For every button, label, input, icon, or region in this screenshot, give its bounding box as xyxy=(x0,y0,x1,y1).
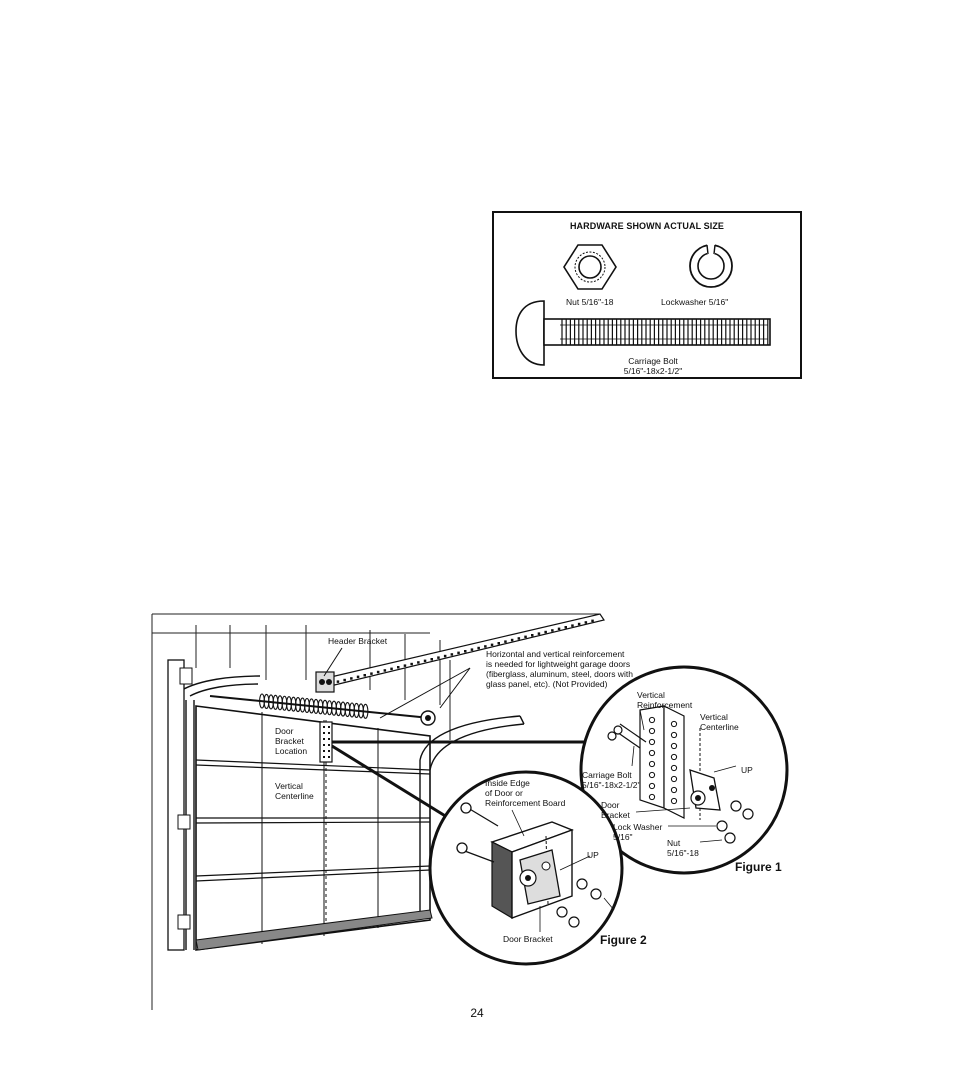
fig1-door-bracket-1: Door xyxy=(601,800,620,810)
figure1-magnifier xyxy=(579,665,789,875)
carriage-bolt-label-2: 5/16"-18x2-1/2" xyxy=(623,366,683,376)
hardware-box-title: HARDWARE SHOWN ACTUAL SIZE xyxy=(569,221,725,231)
carriage-bolt-pair-icon xyxy=(607,723,647,749)
vertical-centerline-2: Centerline xyxy=(275,791,314,801)
leader-lines xyxy=(323,647,471,719)
carriage-bolt-label-1: Carriage Bolt xyxy=(628,356,678,366)
fig1-up-label: UP xyxy=(741,765,753,775)
fig1-vertical-reinforcement-1: Vertical xyxy=(637,690,665,700)
carriage-bolts-icon-2 xyxy=(456,802,499,863)
carriage-bolt-icon xyxy=(515,300,771,366)
fig1-door-bracket-2: Bracket xyxy=(601,810,630,820)
hardware-actual-size-box: HARDWARE SHOWN ACTUAL SIZE Nut 5/16"-18 … xyxy=(492,211,802,379)
garage-wall-lines xyxy=(151,613,600,1010)
header-bracket-icon xyxy=(315,671,335,693)
bottom-weatherstrip xyxy=(195,909,433,951)
figure-2-caption: Figure 2 xyxy=(600,933,647,947)
vertical-reinforcement-strip xyxy=(639,705,685,819)
left-jamb xyxy=(167,659,193,951)
reinforcement-note-3: (fiberglass, aluminum, steel, doors with xyxy=(486,669,633,679)
fig1-lock-washer-2: 5/16" xyxy=(613,832,633,842)
door-bracket-icon-2 xyxy=(519,849,561,905)
fig1-lock-washer-1: Lock Washer xyxy=(613,822,663,832)
fig2-inside-edge-1: Inside Edge xyxy=(485,778,530,788)
door-bracket-location-1: Door xyxy=(275,726,294,736)
door-bracket-location-marker xyxy=(319,721,333,763)
fig1-vertical-centerline-1: Vertical xyxy=(700,712,728,722)
torsion-spring xyxy=(209,693,436,726)
reinforcement-note-4: glass panel, etc). (Not Provided) xyxy=(486,679,608,689)
header-bracket-label: Header Bracket xyxy=(328,636,388,646)
door-bracket-icon xyxy=(689,769,721,811)
reinforcement-note-1: Horizontal and vertical reinforcement xyxy=(486,649,625,659)
figure2-magnifier xyxy=(428,770,624,966)
figure-1-caption: Figure 1 xyxy=(735,860,782,874)
door-bracket-location-2: Bracket xyxy=(275,736,304,746)
fig1-carriage-bolt-1: Carriage Bolt xyxy=(582,770,632,780)
fig2-inside-edge-3: Reinforcement Board xyxy=(485,798,566,808)
lockwasher-label: Lockwasher 5/16" xyxy=(661,297,729,307)
washers-and-nuts-icon xyxy=(716,800,754,844)
fig2-inside-edge-2: of Door or xyxy=(485,788,523,798)
page-number: 24 xyxy=(470,1006,484,1020)
fig2-up-label: UP xyxy=(587,850,599,860)
nut-icon xyxy=(563,244,617,290)
fig1-nut-1: Nut xyxy=(667,838,681,848)
garage-door-panels xyxy=(195,705,431,951)
nut-label: Nut 5/16"-18 xyxy=(566,297,614,307)
fig1-vertical-reinforcement-2: Reinforcement xyxy=(637,700,693,710)
fig1-nut-2: 5/16"-18 xyxy=(667,848,699,858)
vertical-centerline-1: Vertical xyxy=(275,781,303,791)
fig2-door-bracket-label: Door Bracket xyxy=(503,934,553,944)
hardware-drawing xyxy=(515,244,771,366)
door-track xyxy=(181,675,525,950)
fig1-vertical-centerline-2: Centerline xyxy=(700,722,739,732)
fig1-carriage-bolt-2: 5/16"-18x2-1/2" xyxy=(582,780,641,790)
lockwasher-icon xyxy=(689,244,733,288)
door-bracket-location-3: Location xyxy=(275,746,308,756)
washers-nuts-icon-2 xyxy=(556,878,602,928)
reinforcement-note-2: is needed for lightweight garage doors xyxy=(486,659,631,669)
